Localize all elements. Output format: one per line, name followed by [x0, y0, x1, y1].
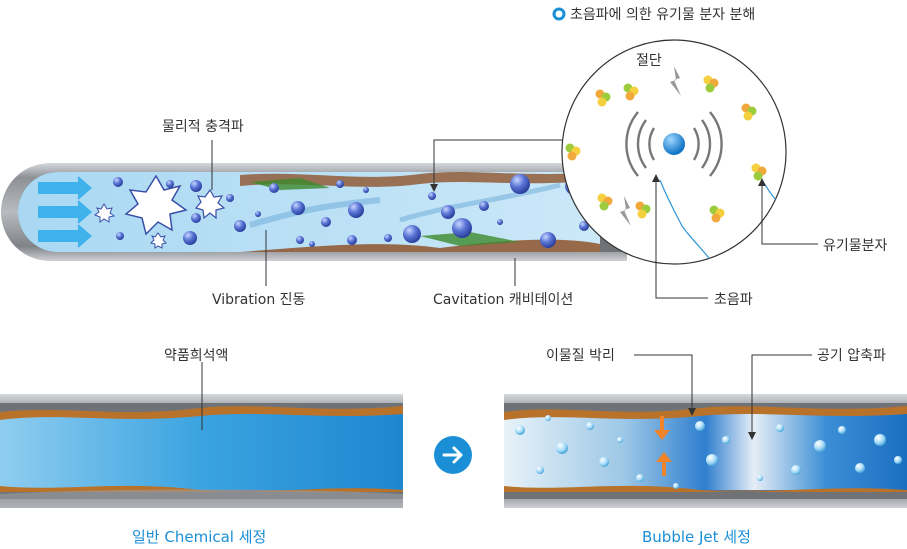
- bubble: [814, 440, 826, 452]
- bubble: [599, 457, 609, 467]
- flow-arrows: [38, 176, 92, 248]
- organic-molecule-icon: [635, 201, 651, 219]
- bubble: [296, 236, 304, 244]
- bubble: [269, 183, 279, 193]
- bubble: [757, 475, 763, 481]
- bubble: [116, 232, 124, 240]
- label-chemical-solution: 약품희석액: [164, 348, 229, 364]
- bubble: [113, 177, 123, 187]
- bubble: [722, 436, 730, 444]
- cavitation-bubbles: [113, 174, 589, 248]
- bubble: [894, 456, 902, 464]
- chemical-pipe: [0, 362, 403, 508]
- organic-molecule-icon: [741, 103, 757, 121]
- organic-molecule-icon: [565, 143, 581, 161]
- bubble: [363, 187, 369, 193]
- bubble: [428, 192, 436, 200]
- arrow-right-icon: [434, 436, 472, 474]
- molecule-atom: [743, 111, 753, 121]
- organic-molecule-icon: [597, 193, 613, 211]
- shockwave-icon: [93, 174, 226, 249]
- bubble: [510, 174, 530, 194]
- bubble: [855, 463, 865, 473]
- label-organic-molecule: 유기물분자: [823, 238, 888, 254]
- label-vibration: Vibration 진동: [212, 292, 306, 308]
- caption-general: 일반 Chemical 세정: [132, 528, 267, 546]
- bubble: [384, 234, 392, 242]
- bubble: [540, 232, 556, 248]
- bubble: [586, 422, 594, 430]
- label-cavitation: Cavitation 캐비테이션: [433, 292, 574, 308]
- bubble: [321, 217, 331, 227]
- molecule-atom: [637, 209, 647, 219]
- arrow-down-icon: [654, 416, 670, 440]
- arrow-right-icon: [38, 200, 92, 224]
- arrow-up-icon: [656, 452, 672, 476]
- bubble: [226, 194, 234, 202]
- molecule-atom: [711, 213, 721, 223]
- bubble: [191, 213, 201, 223]
- caption-bubble-jet: Bubble Jet 세정: [642, 528, 751, 546]
- bubble: [776, 424, 784, 432]
- bubble: [874, 434, 886, 446]
- bubble: [515, 425, 525, 435]
- bubble: [673, 483, 679, 489]
- bubble: [838, 426, 846, 434]
- arrow-right-icon: [38, 176, 92, 200]
- molecule-title: 초음파에 의한 유기물 분자 분해: [570, 7, 756, 23]
- bubble: [309, 241, 315, 247]
- molecule-atom: [567, 151, 577, 161]
- molecule-atom: [705, 83, 715, 93]
- bubble: [403, 225, 421, 243]
- bubble: [791, 465, 801, 475]
- lightning-icon: [620, 196, 631, 226]
- title-bullet-icon: [552, 7, 566, 21]
- label-cutting: 절단: [636, 53, 662, 69]
- bubble-jet-pipe: [504, 354, 907, 508]
- bubble: [479, 201, 489, 211]
- bubble: [234, 220, 246, 232]
- bubble: [706, 454, 718, 466]
- molecule-atom: [753, 171, 763, 181]
- organic-molecule-icon: [623, 83, 639, 101]
- molecule-atom: [625, 91, 635, 101]
- bubble: [695, 421, 705, 431]
- lightning-icon: [670, 66, 681, 96]
- ultrasonic-core: [663, 133, 685, 155]
- bubble: [347, 235, 357, 245]
- bubble: [441, 205, 455, 219]
- bubble: [348, 202, 364, 218]
- label-physical-impact: 물리적 충격파: [162, 119, 244, 135]
- pointer-lines: [211, 139, 568, 286]
- molecule-atom: [597, 97, 607, 107]
- arrow-right-icon: [38, 224, 92, 248]
- bubble: [556, 442, 568, 454]
- bubble: [579, 221, 589, 231]
- bubble: [336, 180, 344, 188]
- molecule-atom: [599, 201, 609, 211]
- bubble: [255, 211, 261, 217]
- top-pipe: [1, 163, 627, 261]
- organic-molecule-icon: [703, 75, 719, 93]
- bubble: [545, 415, 551, 421]
- label-ultrasonic: 초음파: [714, 292, 753, 308]
- pointer-arrowhead: [430, 184, 438, 192]
- organic-molecule-icon: [751, 163, 767, 181]
- bubble: [166, 180, 174, 188]
- bubble: [536, 466, 544, 474]
- bubble: [617, 437, 623, 443]
- organic-molecule-icon: [709, 205, 725, 223]
- bubble: [291, 201, 305, 215]
- label-air-compression: 공기 압축파: [817, 348, 886, 364]
- label-contaminant-removal: 이물질 박리: [546, 348, 615, 364]
- bubble: [183, 231, 197, 245]
- molecule-magnifier: [561, 39, 818, 299]
- bubble: [497, 219, 503, 225]
- bubble: [636, 474, 644, 482]
- bubble: [452, 218, 472, 238]
- bubble: [190, 180, 202, 192]
- organic-molecule-icon: [595, 89, 611, 107]
- ultrasonic-wave-icon: [625, 111, 723, 177]
